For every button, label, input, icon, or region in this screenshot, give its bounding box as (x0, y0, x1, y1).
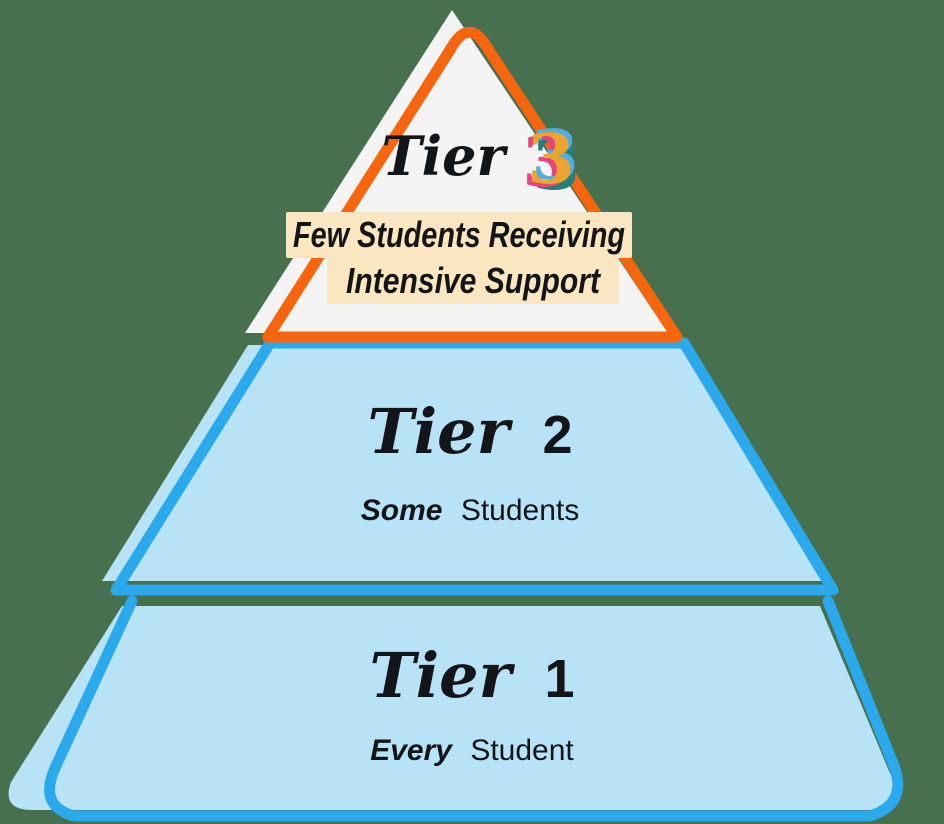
banner-line2-text: Intensive Support (346, 260, 602, 301)
tier3-number-layer-gold: 3 (527, 120, 574, 200)
tier2-title-word: Tier (367, 395, 513, 468)
tier3-number-layer-blue: 3 (531, 116, 578, 196)
tier2-band: Tier 2 Some Students (102, 337, 839, 596)
tier3-title-number: 3 3 3 3 (522, 116, 579, 206)
tier1-subtitle-emphasis: Every (370, 734, 453, 767)
tier1-title-number: 1 (545, 649, 575, 709)
tier1-title-word: Tier (369, 639, 515, 712)
banner-line1-background (286, 212, 632, 258)
tier1-subtitle: Every Student (370, 734, 574, 767)
tier2-fill-shape (102, 345, 822, 581)
tier2-subtitle-rest: Students (461, 494, 579, 527)
tier2-subtitle: Some Students (361, 494, 579, 527)
tier1-band: Tier 1 Every Student (8, 595, 904, 822)
tier2-subtitle-emphasis: Some (361, 494, 443, 527)
banner-line2-background (327, 258, 619, 304)
tier1-subtitle-rest: Student (470, 734, 574, 767)
tier1-title: Tier 1 (369, 639, 574, 712)
tier2-outline (110, 337, 839, 596)
tier3-number-layer-pink: 3 (522, 123, 569, 203)
tier1-fill-shape (8, 606, 895, 810)
tier3-outline (262, 26, 683, 343)
tier1-outline (44, 595, 904, 822)
tier3-banner: Few Students Receiving Intensive Support (286, 212, 632, 304)
tier2-title: Tier 2 (367, 395, 572, 468)
tier3-title-word: Tier (381, 124, 508, 188)
banner-line1-text: Few Students Receiving (293, 214, 625, 255)
tier3-number-layer-teal: 3 (532, 126, 579, 206)
tier2-title-number: 2 (543, 405, 573, 465)
tier3-section: Tier 3 3 3 3 Few Students Receiving Inte… (245, 10, 683, 343)
